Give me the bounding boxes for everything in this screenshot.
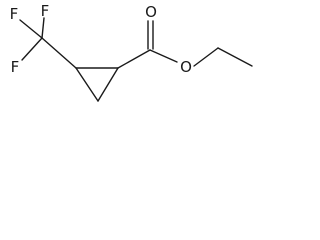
atom-f-left: F bbox=[11, 58, 20, 76]
bond-cf3-f-top bbox=[41, 17, 45, 39]
bond-ring-c bbox=[97, 67, 119, 102]
structural-formula: F F F O O bbox=[10, 2, 253, 102]
bond-o-ch2 bbox=[193, 47, 219, 67]
atom-o-ester: O bbox=[180, 58, 192, 76]
atom-o-carbonyl: O bbox=[145, 3, 157, 21]
bond-cf3-f-top-left bbox=[19, 19, 43, 39]
bond-carbonyl-ester-o bbox=[149, 49, 178, 63]
bond-ch2-ch3 bbox=[217, 47, 253, 67]
bond-ring-b bbox=[75, 67, 99, 102]
bond-cf3-ring bbox=[41, 37, 77, 69]
bond-cf3-f-left bbox=[21, 37, 43, 61]
bond-ring-carbonyl bbox=[117, 49, 151, 69]
atom-f-top-left: F bbox=[10, 5, 19, 23]
atom-f-top: F bbox=[41, 2, 50, 20]
